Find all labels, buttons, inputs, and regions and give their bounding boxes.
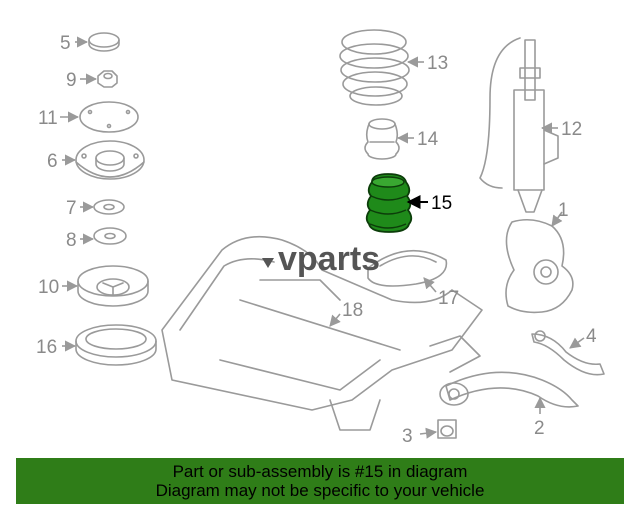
part-8-washer[interactable]: [93, 227, 127, 245]
callout-1[interactable]: 1: [558, 200, 569, 221]
callout-16[interactable]: 16: [36, 337, 57, 358]
part-18-subframe[interactable]: [161, 235, 483, 431]
callout-9[interactable]: 9: [66, 70, 77, 91]
part-13-spring[interactable]: [339, 29, 410, 106]
part-4-control-arm[interactable]: [531, 330, 605, 376]
callout-2[interactable]: 2: [534, 418, 545, 439]
part-10-bearing[interactable]: [77, 265, 149, 307]
part-15-dust-boot[interactable]: [365, 173, 413, 233]
part-12-strut[interactable]: [479, 37, 559, 213]
part-5-cap[interactable]: [88, 32, 120, 52]
part-17-pad[interactable]: [367, 249, 448, 287]
part-11-plate[interactable]: [79, 101, 139, 133]
banner-line-2: Diagram may not be specific to your vehi…: [155, 481, 485, 500]
callout-7[interactable]: 7: [66, 198, 77, 219]
callout-8[interactable]: 8: [66, 230, 77, 251]
callout-11[interactable]: 11: [38, 108, 58, 129]
callout-17[interactable]: 17: [438, 288, 459, 309]
info-banner: Part or sub-assembly is #15 in diagram D…: [16, 458, 624, 504]
callout-labels: 5 9 11 6 7 8 10 16 13 14 15 17 18 12 1 4…: [36, 33, 597, 447]
callout-10[interactable]: 10: [38, 277, 59, 298]
part-7-washer[interactable]: [93, 199, 125, 215]
part-14-bumpstop[interactable]: [364, 118, 400, 160]
part-9-nut[interactable]: [97, 70, 118, 88]
callout-6[interactable]: 6: [47, 151, 58, 172]
part-16-pad[interactable]: [75, 324, 157, 366]
callout-15[interactable]: 15: [431, 193, 452, 214]
callout-12[interactable]: 12: [561, 119, 582, 140]
banner-line-1: Part or sub-assembly is #15 in diagram: [172, 462, 468, 481]
callout-18[interactable]: 18: [342, 300, 363, 321]
vparts-logo: vparts: [262, 240, 380, 278]
callout-13[interactable]: 13: [427, 53, 448, 74]
part-1-knuckle[interactable]: [505, 218, 574, 314]
callout-5[interactable]: 5: [60, 33, 71, 54]
parts-diagram: vparts 5 9 11 6 7 8 10 16 13 14 15 17: [36, 29, 605, 447]
callout-4[interactable]: 4: [586, 326, 597, 347]
callout-arrows: [60, 36, 585, 439]
part-6-mount[interactable]: [75, 140, 145, 180]
part-2-control-arm[interactable]: [439, 371, 579, 408]
part-3-bushing[interactable]: [437, 419, 457, 439]
logo-text: vparts: [278, 240, 380, 278]
callout-14[interactable]: 14: [417, 129, 439, 150]
callout-3[interactable]: 3: [402, 426, 413, 447]
